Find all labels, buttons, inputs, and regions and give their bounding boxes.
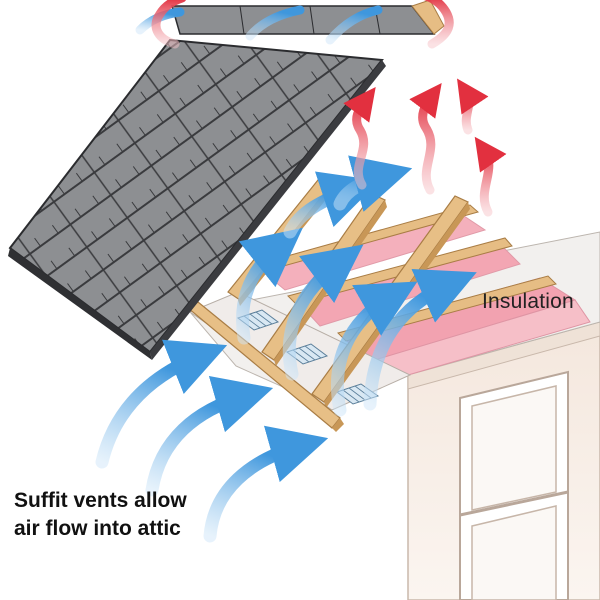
suffit-caption-line-2: air flow into attic: [14, 517, 181, 540]
insulation-label: Insulation: [482, 290, 574, 313]
suffit-vents-caption: Suffit vents allow air flow into attic: [14, 487, 187, 543]
warm-air-arrow-icon: [151, 0, 507, 217]
roof-ridge: [171, 0, 445, 35]
shingle-roof: [8, 38, 386, 360]
cool-air-arrow-icon: [95, 155, 477, 543]
suffit-caption-line-1: Suffit vents allow: [14, 489, 187, 512]
house-window: [459, 370, 569, 600]
